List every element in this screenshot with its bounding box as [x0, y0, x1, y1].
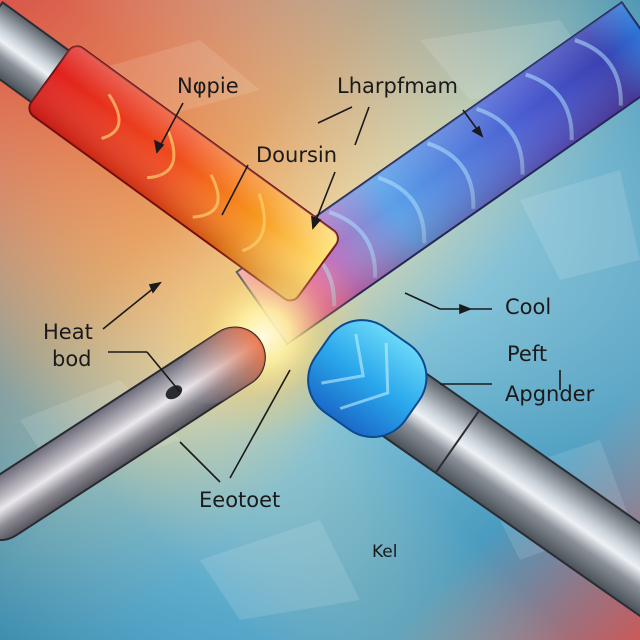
label-doursin: Doursin — [256, 143, 338, 167]
label-cool: Cool — [505, 295, 552, 319]
cool-sleeve-pipe — [307, 319, 640, 627]
label-eeotoet: Eeotoet — [199, 488, 281, 512]
label-apgnder: Apgnder — [505, 382, 595, 406]
heat-rod — [0, 326, 266, 541]
label-heat-bod-line1: Heat — [43, 320, 93, 344]
leader-lines — [102, 102, 561, 483]
label-heat-bod-line2: bod — [52, 347, 92, 371]
label-kel: Kel — [372, 542, 398, 562]
label-peft: Peft — [507, 342, 548, 366]
label-nipple: Nφpie — [177, 74, 239, 98]
label-lharpfmam: Lharpfmam — [337, 74, 459, 98]
